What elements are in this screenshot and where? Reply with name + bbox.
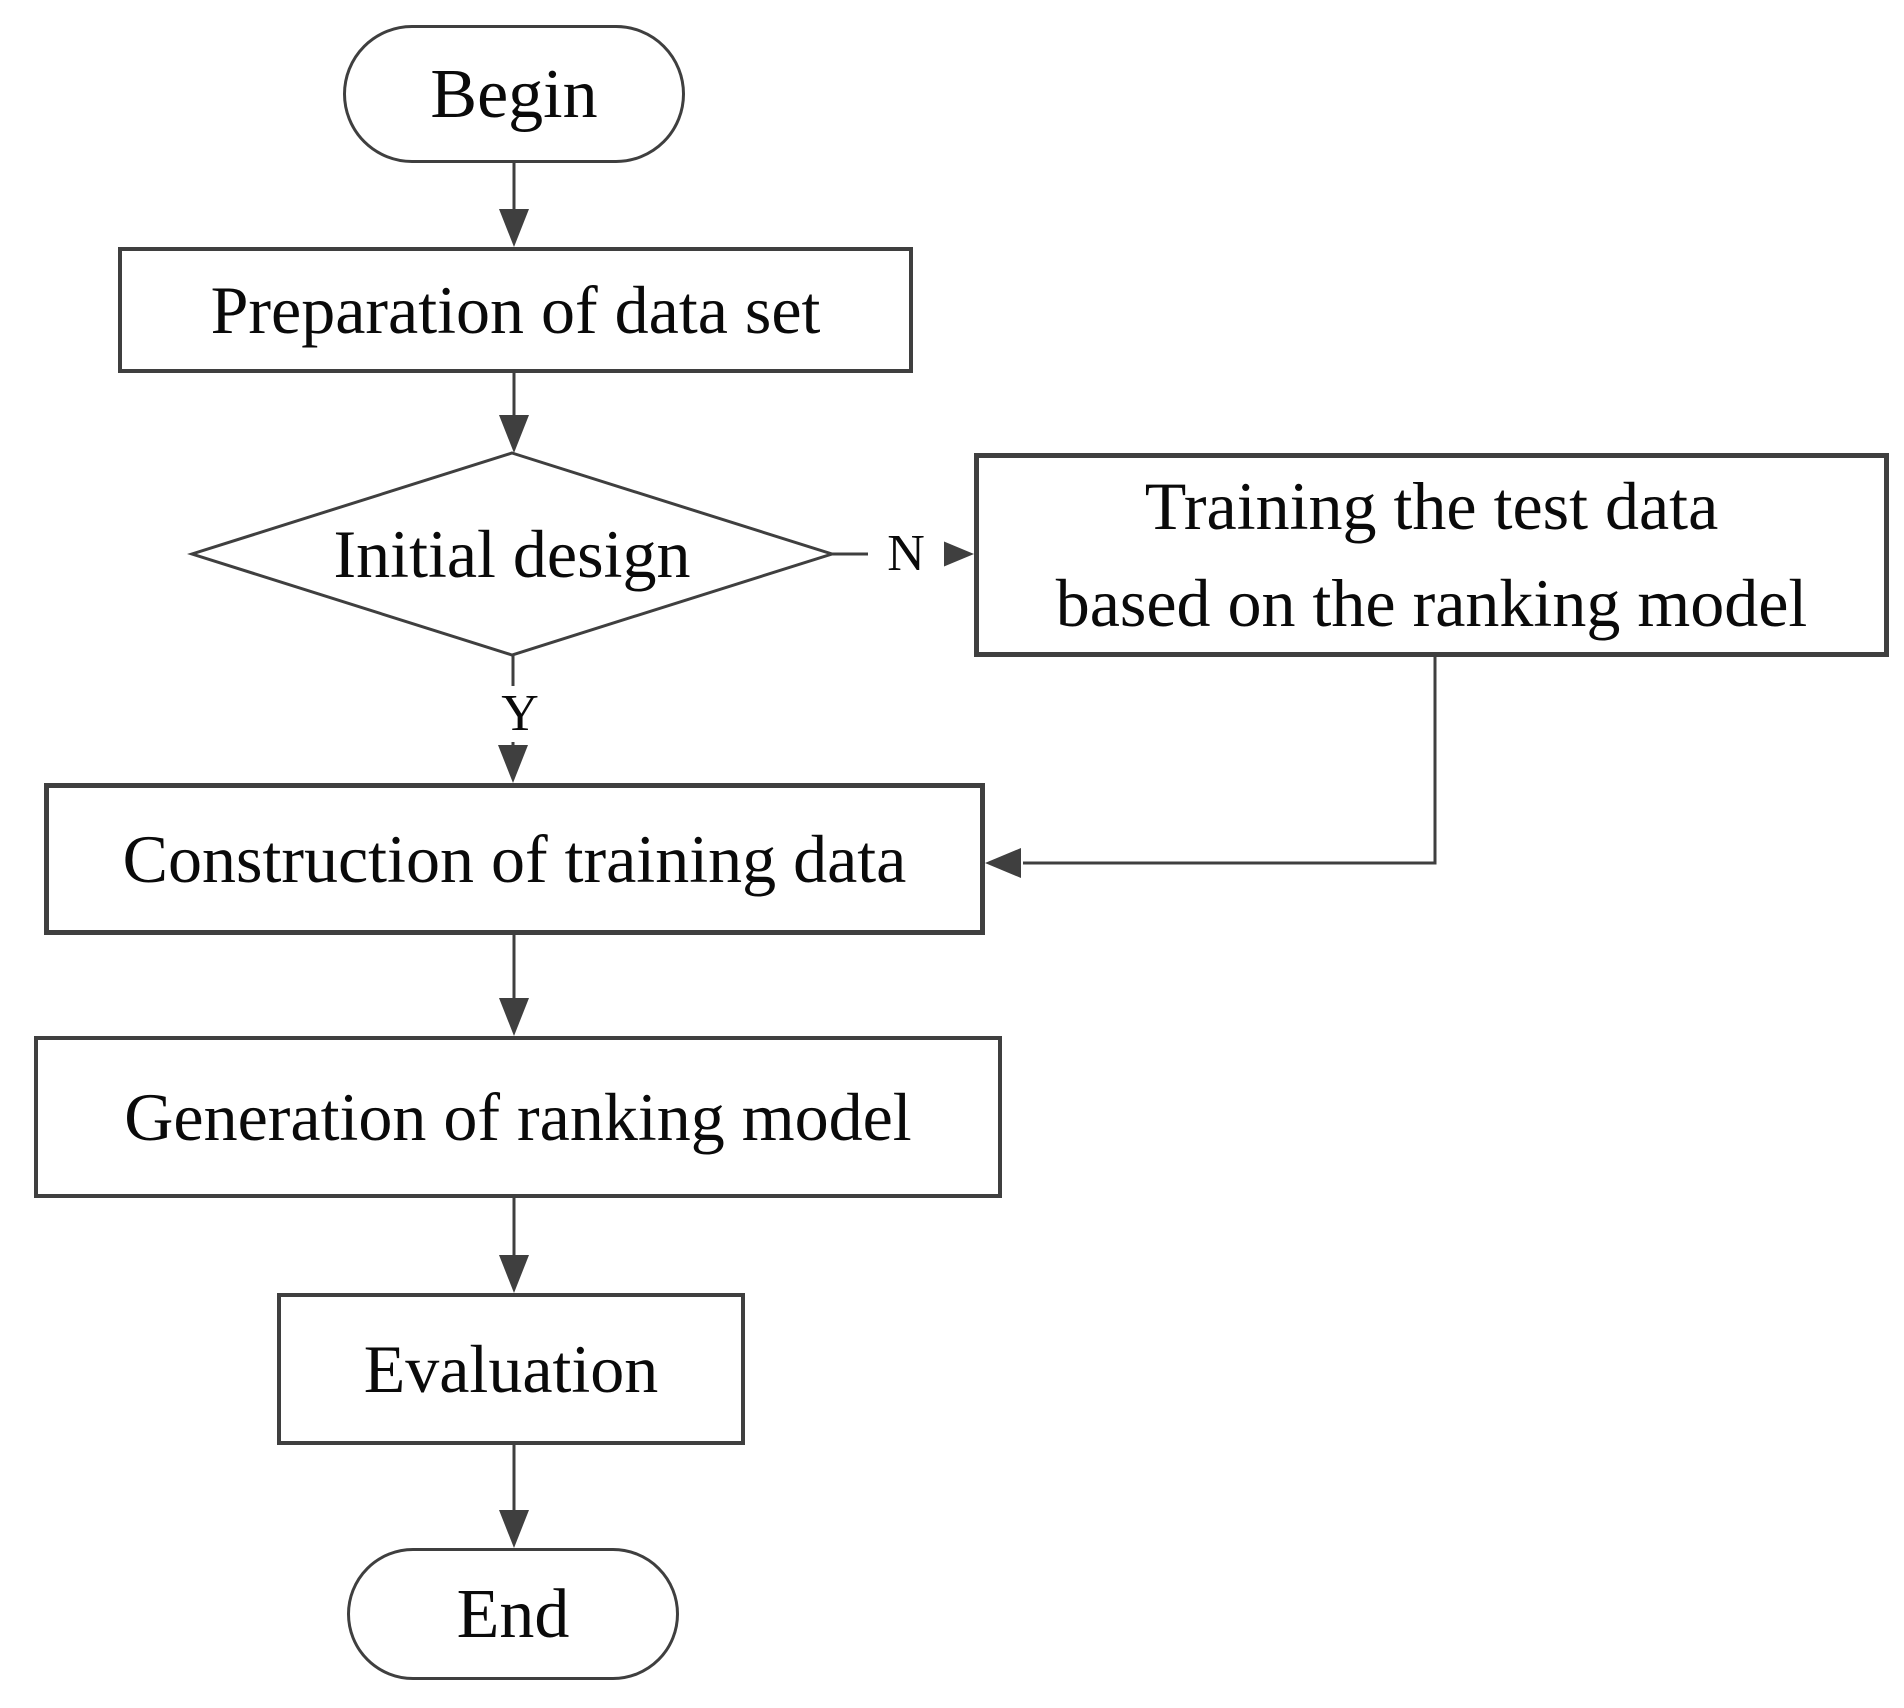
arrowhead-down-into-construction xyxy=(498,745,528,783)
node-begin-terminal: Begin xyxy=(343,25,685,163)
node-construction-of-training-data: Construction of training data xyxy=(44,783,985,935)
branch-label-yes: Y xyxy=(482,686,558,742)
node-preparation-of-data-set: Preparation of data set xyxy=(118,247,913,373)
arrowhead-right-into-training xyxy=(938,539,974,569)
node-generation-of-ranking-model: Generation of ranking model xyxy=(34,1036,1002,1198)
node-end-terminal: End xyxy=(347,1548,679,1680)
node-initial-design-decision: Initial design xyxy=(333,515,691,592)
node-training-test-data: Training the test data based on the rank… xyxy=(974,453,1889,657)
branch-label-no: N xyxy=(868,526,944,582)
arrowhead-left-into-construction xyxy=(985,848,1021,878)
arrowhead-down-into-decision xyxy=(499,415,529,453)
arrowhead-down-into-generation xyxy=(499,998,529,1036)
arrowhead-down-into-end xyxy=(499,1510,529,1548)
node-evaluation: Evaluation xyxy=(277,1293,745,1445)
decision-diamond-shape xyxy=(187,451,837,657)
edge-training-to-construction xyxy=(1023,657,1437,865)
arrowhead-down-into-preparation xyxy=(499,209,529,247)
arrowhead-down-into-evaluation xyxy=(499,1255,529,1293)
